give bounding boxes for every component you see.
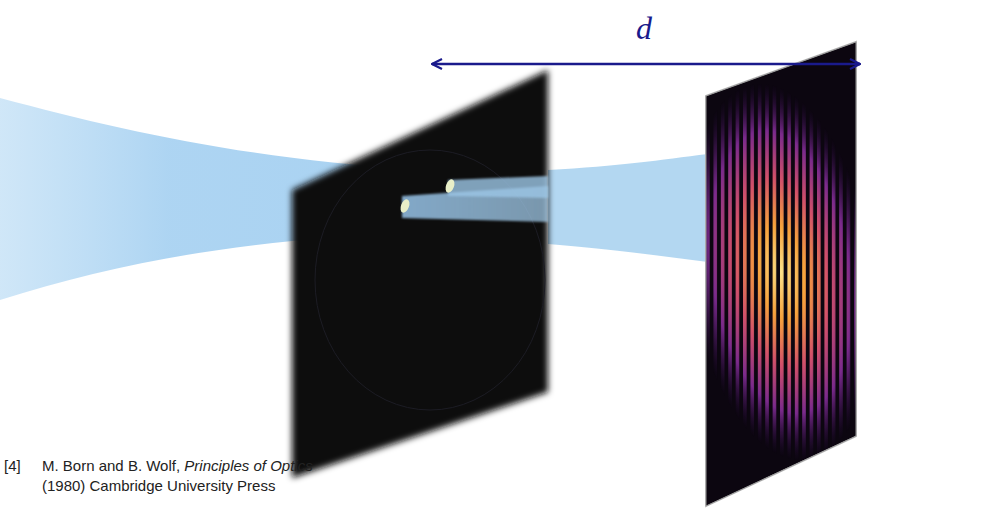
reference-publisher: (1980) Cambridge University Press (42, 477, 275, 494)
interference-fringes (663, 71, 898, 473)
reference-number: [4] (4, 457, 21, 474)
distance-label: d (636, 10, 652, 46)
distance-arrow (432, 63, 860, 66)
reference-line: M. Born and B. Wolf, Principles of Optic… (42, 456, 313, 475)
reference-number: [4] (4, 456, 21, 475)
reference-line: (1980) Cambridge University Press (42, 476, 275, 495)
slit-plate (292, 70, 548, 478)
reference-title: Principles of Optics (184, 457, 312, 474)
reference-authors: M. Born and B. Wolf, (42, 457, 180, 474)
beam-far (548, 154, 708, 262)
slit-upper (444, 178, 456, 194)
screen-edge (706, 42, 856, 506)
distance-symbol: d (636, 10, 652, 47)
slit-beam-upper (448, 176, 548, 198)
slit-lower (399, 198, 411, 214)
